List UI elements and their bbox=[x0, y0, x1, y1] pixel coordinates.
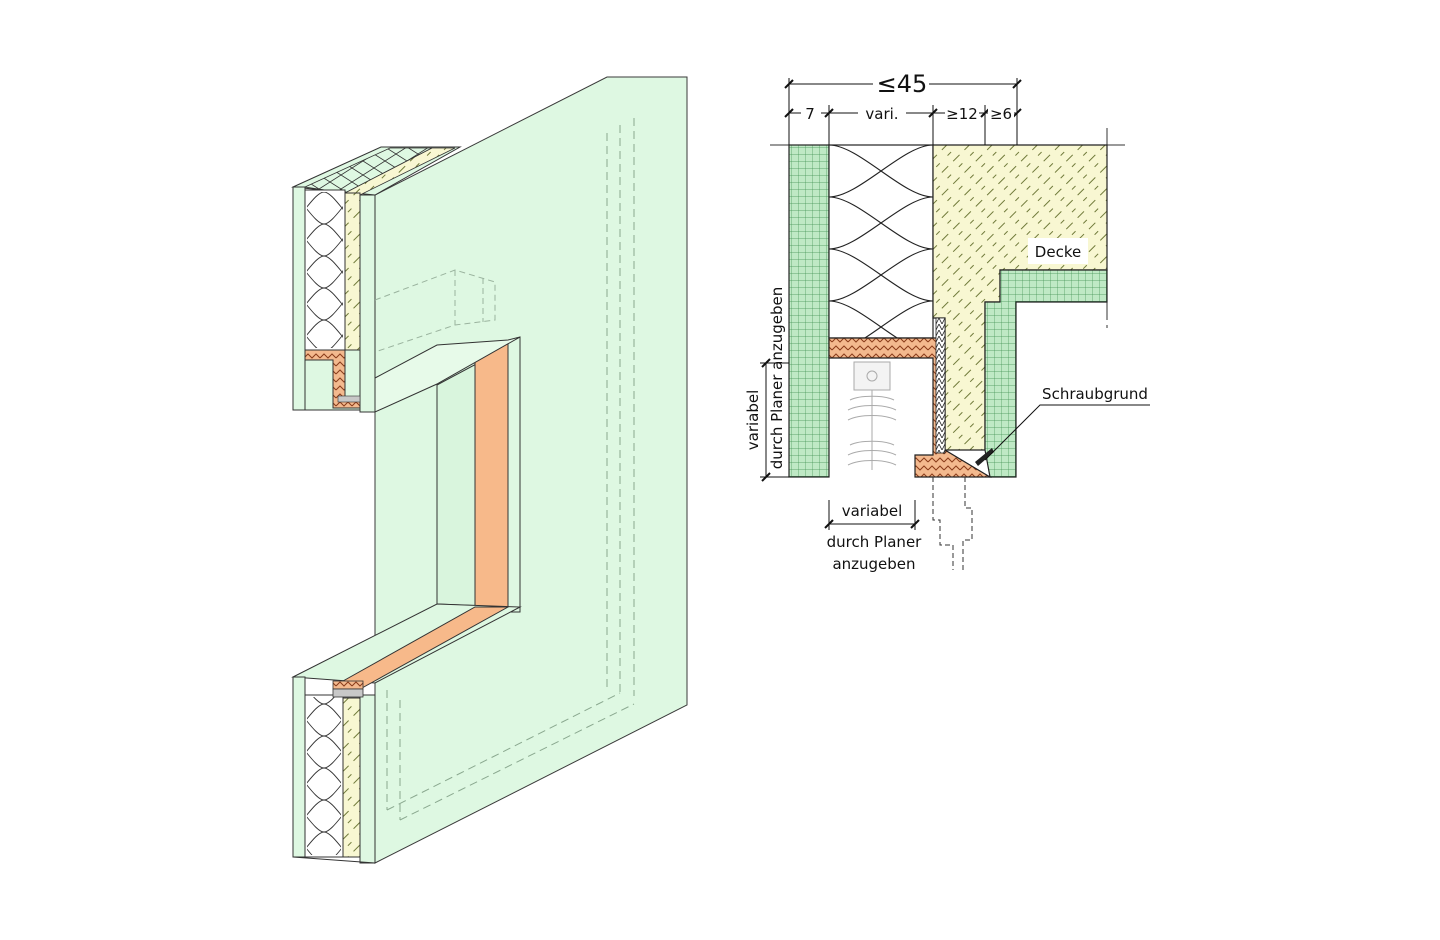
upper-metal-strip bbox=[337, 395, 361, 403]
lower-end-concrete bbox=[342, 697, 361, 858]
wall-face bbox=[374, 76, 688, 864]
lower-metal bbox=[332, 688, 364, 698]
upper-end-face bbox=[359, 194, 376, 413]
inner-board bbox=[984, 269, 1108, 478]
dim-7: 7 bbox=[805, 105, 815, 123]
label-decke: Decke bbox=[1035, 243, 1081, 261]
dim-12: ≥12 bbox=[946, 105, 978, 123]
hidden-lines bbox=[386, 118, 635, 821]
upper-end-grid bbox=[292, 186, 306, 411]
isometric-view bbox=[291, 76, 688, 864]
hinge-hardware bbox=[847, 361, 897, 470]
upper-end-insulation-pattern bbox=[307, 192, 343, 348]
label-horizontal-line3: anzugeben bbox=[832, 555, 915, 573]
dim-total: ≤45 bbox=[877, 70, 928, 98]
reveal-edge-right bbox=[507, 336, 521, 613]
label-horizontal-line1: variabel bbox=[842, 502, 903, 520]
dim-vari: vari. bbox=[865, 105, 898, 123]
label-vertical-line2: durch Planer anzugeben bbox=[768, 287, 786, 470]
label-vertical-line1: variabel bbox=[744, 390, 762, 451]
reveal-timber-right bbox=[474, 342, 509, 608]
frame-ghost bbox=[374, 269, 496, 353]
lower-timber bbox=[332, 680, 364, 690]
schraubgrund bbox=[975, 448, 994, 466]
screw-strip bbox=[935, 317, 946, 454]
dimension-ticks bbox=[761, 79, 1022, 529]
label-schraubgrund: Schraubgrund bbox=[1042, 385, 1148, 403]
label-horizontal-line2: durch Planer bbox=[827, 533, 923, 551]
outer-board bbox=[788, 144, 830, 478]
door-leaf-ghost bbox=[932, 476, 973, 570]
dim-6: ≥6 bbox=[990, 105, 1012, 123]
lower-end-face bbox=[359, 694, 376, 864]
section-detail: ≤45 7 vari. ≥12 ≥6 Decke Schraubgrund va… bbox=[744, 70, 1150, 573]
insulation-pattern bbox=[829, 145, 933, 338]
lower-end-grid bbox=[292, 676, 306, 858]
lower-end-insulation-pattern bbox=[307, 697, 341, 855]
lower-outline bbox=[292, 856, 376, 864]
